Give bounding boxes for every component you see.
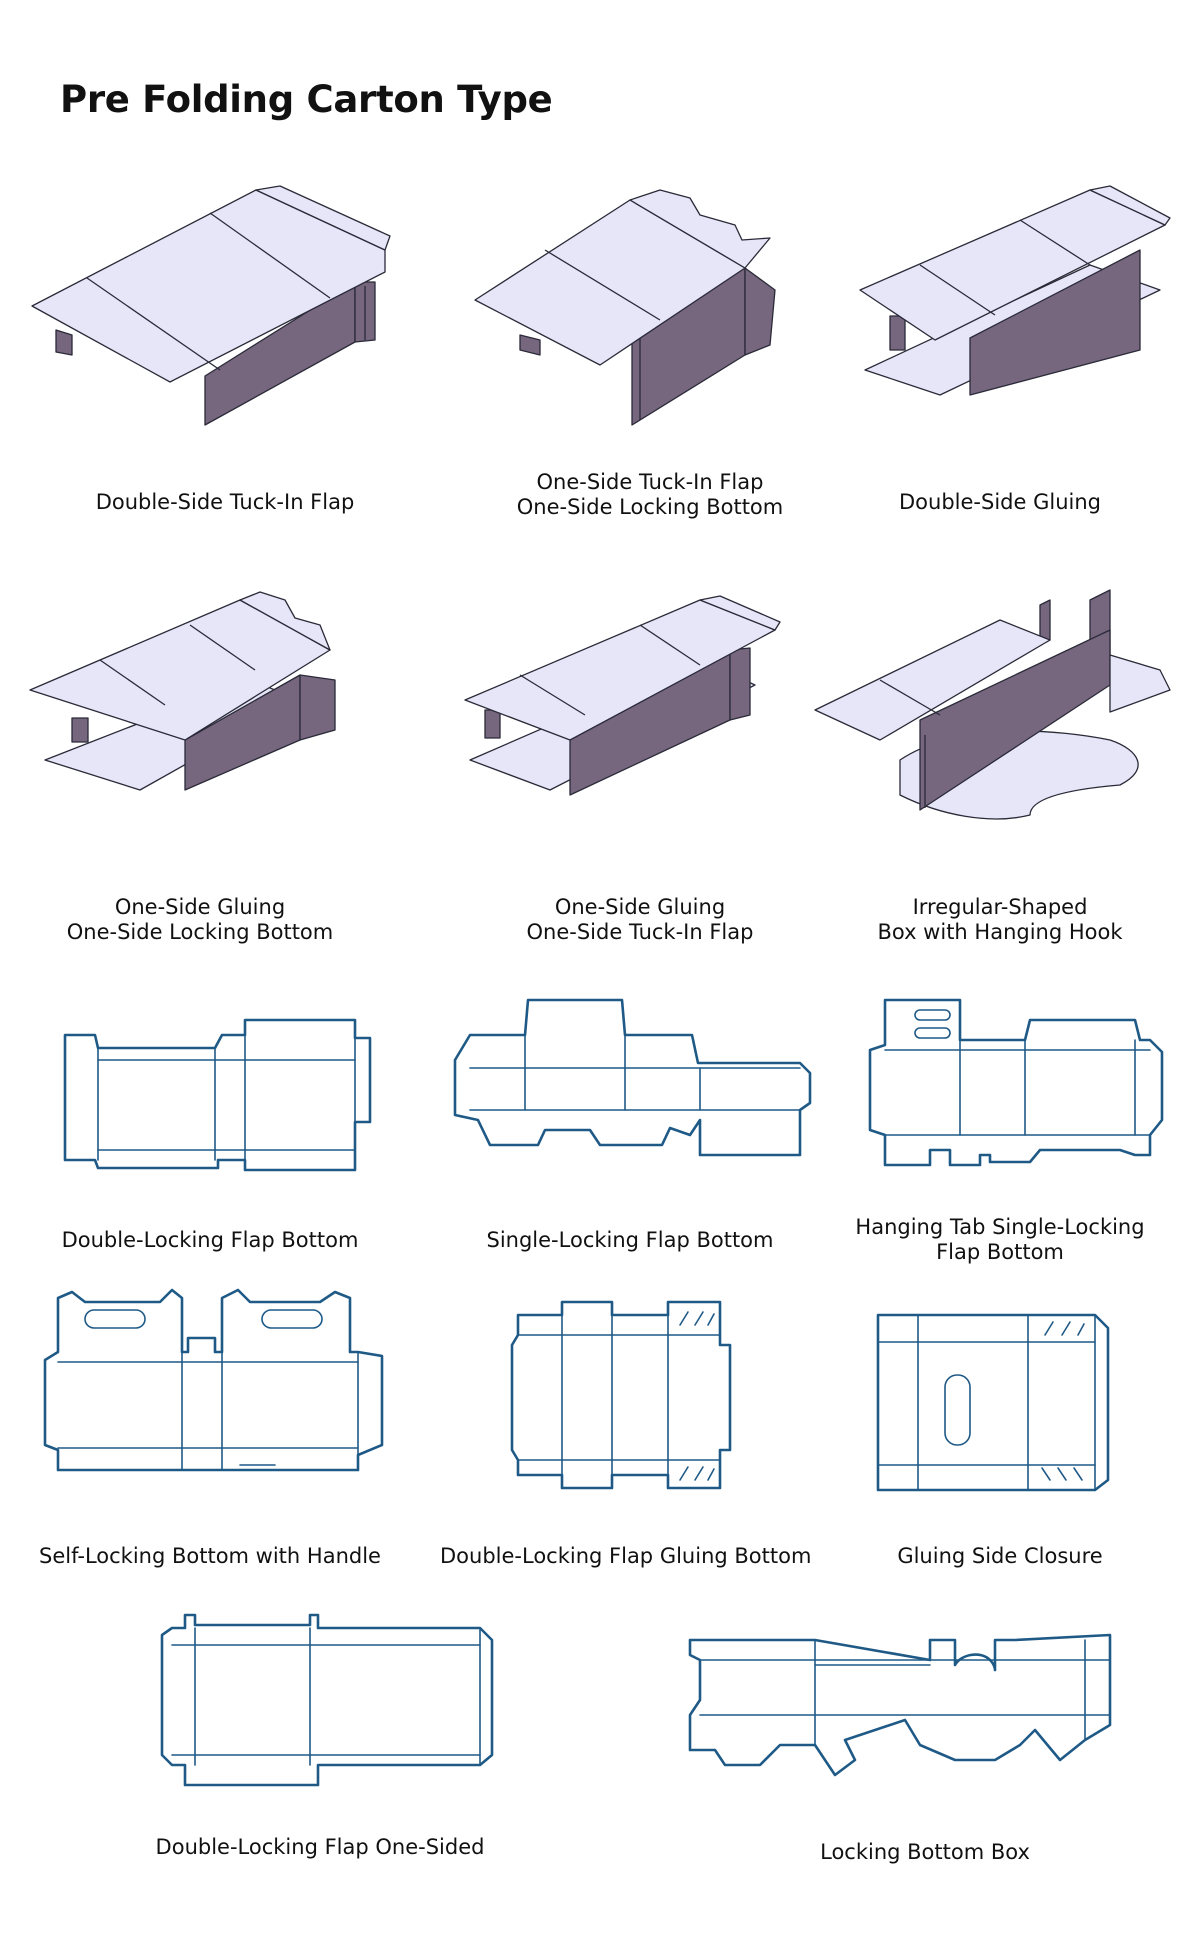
carton-caption-2: One-Side Tuck-In Flap One-Side Locking B… [495,470,805,520]
double-side-gluing-diagram [859,185,1171,396]
carton-caption-3: Double-Side Gluing [865,490,1135,515]
double-locking-flap-bottom-diagram [63,1018,372,1172]
caption-line: Box with Hanging Hook [877,920,1123,944]
one-side-gluing-locking-bottom-diagram [29,591,336,791]
double-side-tuck-in-flap-diagram [31,185,391,426]
caption-line: One-Side Gluing [554,895,726,919]
caption-line: One-Side Locking Bottom [516,495,784,519]
caption-line: One-Side Tuck-In Flap [536,470,764,494]
caption-line: Double-Locking Flap Bottom [61,1228,359,1252]
page-title: Pre Folding Carton Type [60,78,553,121]
carton-caption-6: Irregular-Shaped Box with Hanging Hook [860,895,1140,945]
carton-caption-11: Double-Locking Flap Gluing Bottom [440,1544,812,1569]
carton-caption-4: One-Side Gluing One-Side Locking Bottom [50,895,350,945]
caption-line: One-Side Gluing [114,895,286,919]
irregular-shaped-hanging-hook-diagram [814,589,1171,820]
caption-line: Flap Bottom [936,1240,1064,1264]
carton-caption-1: Double-Side Tuck-In Flap [70,490,380,515]
hanging-tab-single-locking-flap-bottom-diagram [868,998,1164,1167]
caption-line: Single-Locking Flap Bottom [486,1228,774,1252]
carton-caption-14: Locking Bottom Box [775,1840,1075,1865]
caption-line: One-Side Tuck-In Flap [526,920,754,944]
caption-line: Self-Locking Bottom with Handle [39,1544,381,1568]
carton-caption-12: Gluing Side Closure [865,1544,1135,1569]
one-side-tuck-in-locking-bottom-diagram [474,189,776,426]
double-locking-flap-one-sided-diagram [160,1613,494,1787]
carton-caption-10: Self-Locking Bottom with Handle [30,1544,390,1569]
self-locking-bottom-handle-diagram [43,1288,384,1472]
caption-line: Locking Bottom Box [820,1840,1030,1864]
caption-line: Gluing Side Closure [897,1544,1103,1568]
caption-line: Irregular-Shaped [912,895,1088,919]
caption-line: Double-Locking Flap Gluing Bottom [440,1544,812,1568]
double-locking-flap-gluing-bottom-diagram [510,1300,732,1490]
locking-bottom-box-diagram [688,1633,1112,1777]
caption-line: Double-Locking Flap One-Sided [155,1835,485,1859]
carton-caption-9: Hanging Tab Single-Locking Flap Bottom [840,1215,1160,1265]
carton-caption-7: Double-Locking Flap Bottom [55,1228,365,1253]
one-side-gluing-tuck-in-flap-diagram [464,595,781,796]
caption-line: Hanging Tab Single-Locking [855,1215,1145,1239]
caption-line: One-Side Locking Bottom [66,920,334,944]
carton-caption-8: Single-Locking Flap Bottom [475,1228,785,1253]
carton-caption-5: One-Side Gluing One-Side Tuck-In Flap [490,895,790,945]
caption-line: Double-Side Tuck-In Flap [95,490,355,514]
caption-line: Double-Side Gluing [899,490,1101,514]
single-locking-flap-bottom-diagram [453,998,812,1157]
carton-caption-13: Double-Locking Flap One-Sided [150,1835,490,1860]
gluing-side-closure-diagram [876,1313,1110,1492]
